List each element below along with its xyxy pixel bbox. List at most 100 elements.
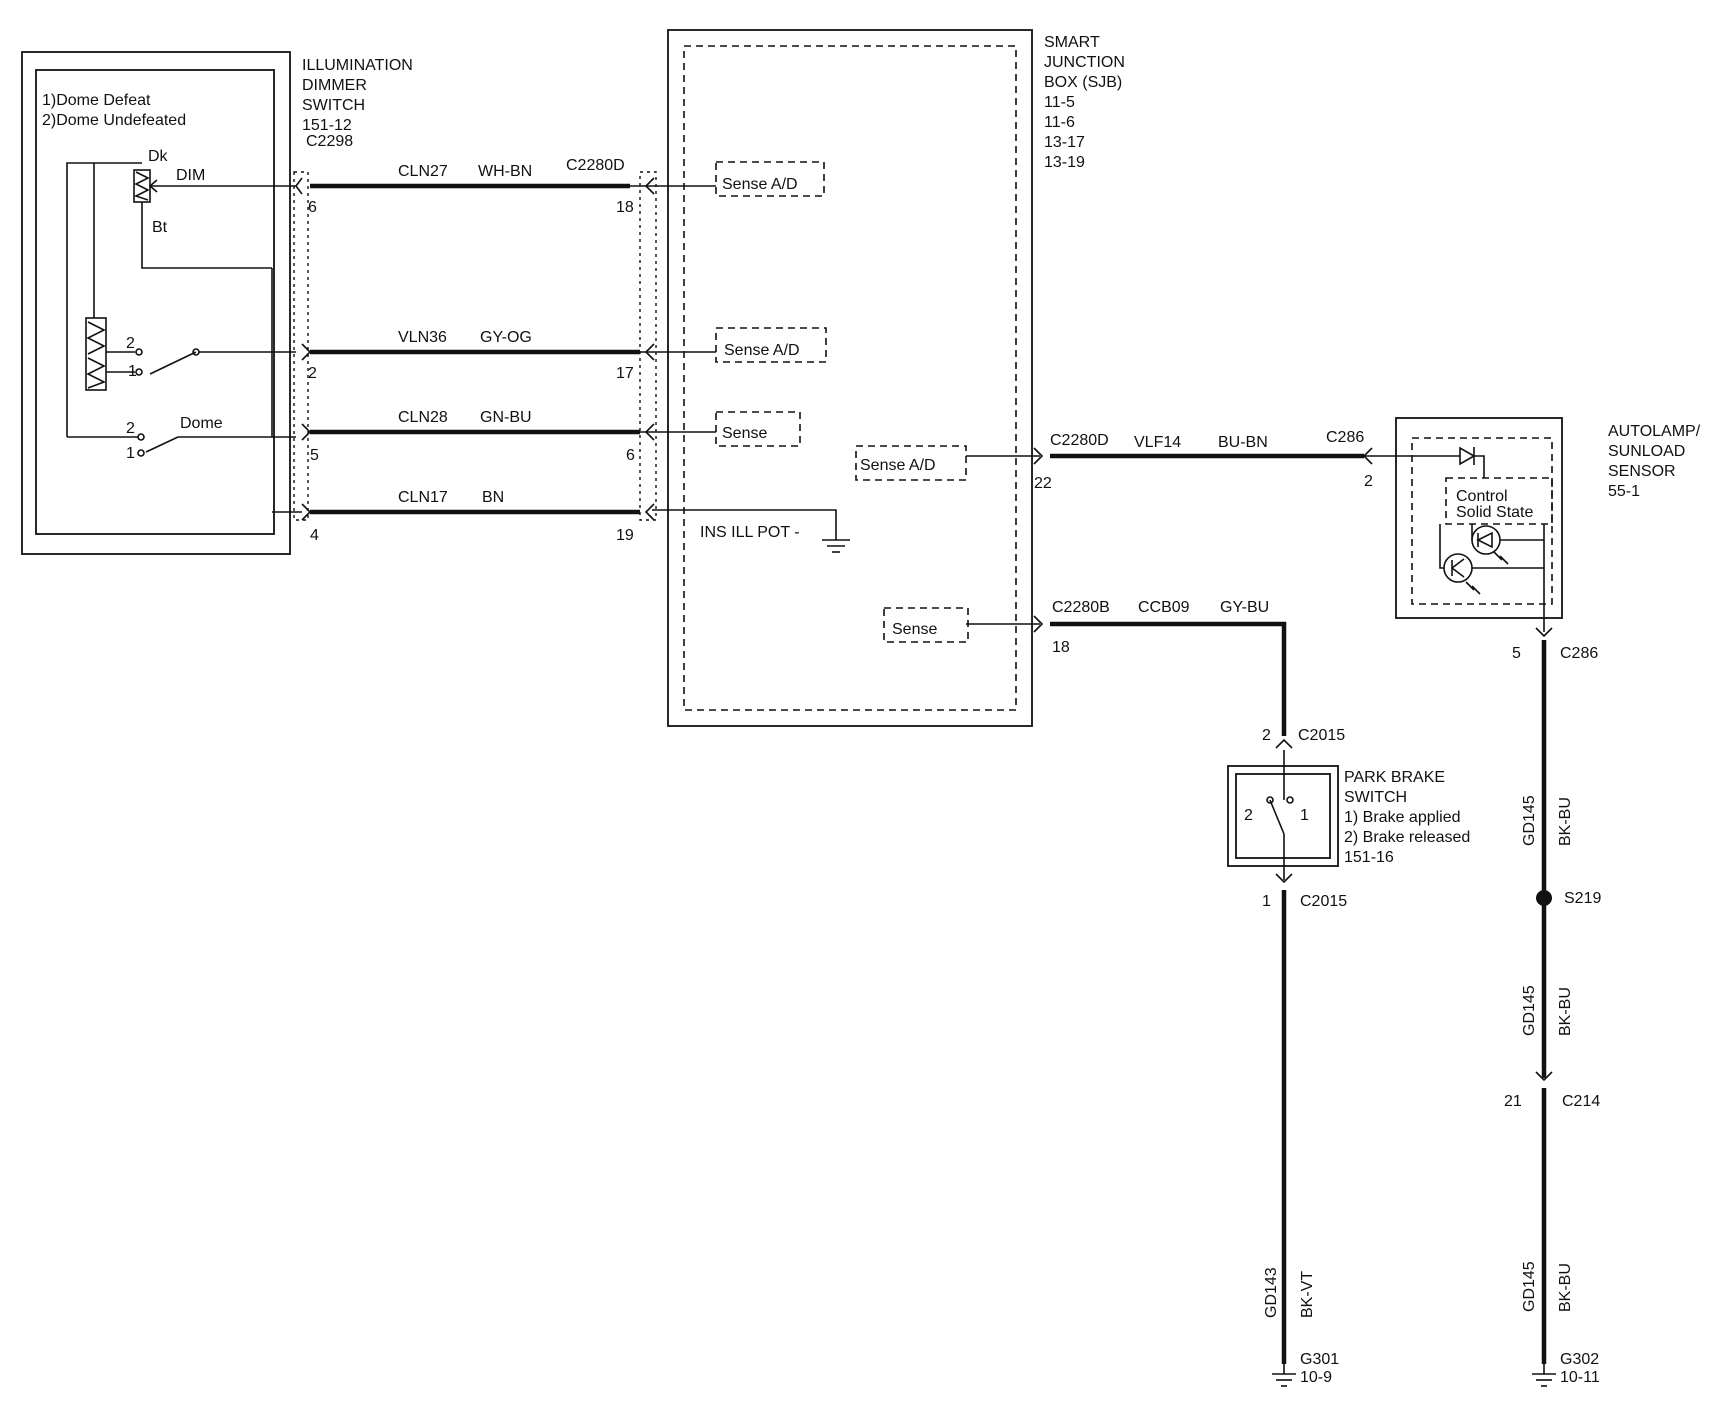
cln28-color: GN-BU bbox=[480, 409, 532, 426]
c2015-bottom-label: C2015 bbox=[1300, 893, 1347, 910]
wire-vln36 bbox=[301, 343, 716, 361]
sensor-ground-wire bbox=[1535, 627, 1553, 1374]
park-brake-pos-1: 1 bbox=[1300, 807, 1309, 824]
c2280b-label: C2280B bbox=[1052, 599, 1110, 616]
sjb-title-1: SMART bbox=[1044, 34, 1100, 51]
cln27-right-pin: 18 bbox=[616, 199, 634, 216]
c286-label: C286 bbox=[1326, 429, 1364, 446]
g301-ground-icon bbox=[1272, 1373, 1296, 1387]
cln17-color: BN bbox=[482, 489, 504, 506]
illumination-dimmer-switch: 1)Dome Defeat 2)Dome Undefeated Dk DIM B… bbox=[21, 51, 296, 555]
dimmer-switch-inner-box bbox=[35, 69, 275, 535]
c2280d-label: C2280D bbox=[566, 157, 625, 174]
phototransistor-icon bbox=[1443, 553, 1481, 595]
sjb-title-5: 11-6 bbox=[1044, 114, 1075, 131]
wire-ccb09 bbox=[966, 615, 1293, 800]
park-brake-title-2: SWITCH bbox=[1344, 789, 1407, 806]
pos-1-label: 1 bbox=[128, 363, 137, 380]
c214-pin: 21 bbox=[1504, 1093, 1522, 1110]
park-brake-title-3: 1) Brake applied bbox=[1344, 809, 1461, 826]
gd143-circuit: GD143 bbox=[1263, 1267, 1280, 1318]
sjb-title-6: 13-17 bbox=[1044, 134, 1085, 151]
c2298-connector-outline bbox=[293, 171, 309, 521]
dimmer-internal-wire bbox=[66, 162, 142, 437]
sensor-internal-wire-1 bbox=[1439, 524, 1444, 569]
vlf14-circuit: VLF14 bbox=[1134, 434, 1181, 451]
dome-switch-icon bbox=[67, 433, 296, 457]
gd145-seg3-color: BK-BU bbox=[1557, 1263, 1574, 1312]
pos-2-label: 2 bbox=[126, 335, 135, 352]
smart-junction-box bbox=[667, 29, 1033, 727]
sense-block-2 bbox=[883, 607, 969, 643]
c2298-label: C2298 bbox=[306, 133, 353, 150]
sense-label-1: Sense bbox=[722, 425, 767, 442]
wire-cln27 bbox=[295, 177, 716, 195]
dome-pos-1-label: 1 bbox=[126, 445, 135, 462]
c286-bottom-connector: C286 bbox=[1560, 645, 1598, 662]
park-brake-title-5: 151-16 bbox=[1344, 849, 1394, 866]
dome-label: Dome bbox=[180, 415, 223, 432]
autolamp-title-1: AUTOLAMP/ bbox=[1608, 423, 1701, 440]
g302-label: G302 bbox=[1560, 1351, 1599, 1368]
s219-splice bbox=[1536, 890, 1552, 906]
control-solid-state-block bbox=[1445, 477, 1553, 525]
sense-ad-block-2 bbox=[715, 327, 827, 363]
dimmer-switch-title-2: DIMMER bbox=[302, 77, 367, 94]
sense-ad-label-1: Sense A/D bbox=[722, 176, 798, 193]
control-label-2: Solid State bbox=[1456, 504, 1533, 521]
c214-label: C214 bbox=[1562, 1093, 1600, 1110]
sense-ad-block-1 bbox=[715, 161, 825, 197]
cln17-left-pin: 4 bbox=[310, 527, 319, 544]
cln27-circuit: CLN27 bbox=[398, 163, 448, 180]
dimmer-switch-title-1: ILLUMINATION bbox=[302, 57, 413, 74]
vln36-left-pin: 2 bbox=[308, 365, 317, 382]
sjb-inner-dashed-box bbox=[683, 45, 1017, 711]
cln28-right-pin: 6 bbox=[626, 447, 635, 464]
park-brake-pos-2: 2 bbox=[1244, 807, 1253, 824]
potentiometer-icon bbox=[133, 169, 296, 203]
autolamp-sensor bbox=[1395, 417, 1563, 619]
gd145-seg2-circuit: GD145 bbox=[1521, 985, 1538, 1036]
wire-cln28 bbox=[301, 423, 716, 441]
c286-pin-2: 2 bbox=[1364, 473, 1373, 490]
wire-vlf14 bbox=[966, 447, 1410, 465]
vln36-right-pin: 17 bbox=[616, 365, 634, 382]
c2280b-pin: 18 bbox=[1052, 639, 1070, 656]
dimmer-switch-outer-box bbox=[21, 51, 291, 555]
gd145-seg1-circuit: GD145 bbox=[1521, 795, 1538, 846]
g301-label: G301 bbox=[1300, 1351, 1339, 1368]
sjb-title-3: BOX (SJB) bbox=[1044, 74, 1122, 91]
dim-label: DIM bbox=[176, 167, 205, 184]
cln28-circuit: CLN28 bbox=[398, 409, 448, 426]
g301-ref: 10-9 bbox=[1300, 1369, 1332, 1386]
dimmer-switch-title-3: SWITCH bbox=[302, 97, 365, 114]
c2015-top-pin: 2 bbox=[1262, 727, 1271, 744]
gd145-seg2-color: BK-BU bbox=[1557, 987, 1574, 1036]
autolamp-title-4: 55-1 bbox=[1608, 483, 1640, 500]
park-brake-contact-icon bbox=[1266, 796, 1294, 866]
cln17-circuit: CLN17 bbox=[398, 489, 448, 506]
vln36-circuit: VLN36 bbox=[398, 329, 447, 346]
autolamp-sensor-box bbox=[1395, 417, 1563, 619]
c286-bottom-pin: 5 bbox=[1512, 645, 1521, 662]
sense-ad-label-2: Sense A/D bbox=[724, 342, 800, 359]
dimmer-position-switch-icon bbox=[106, 348, 296, 376]
photodiode-icon bbox=[1471, 525, 1509, 565]
sjb-title-4: 11-5 bbox=[1044, 94, 1075, 111]
park-brake-switch bbox=[1227, 765, 1339, 867]
c2015-top-label: C2015 bbox=[1298, 727, 1345, 744]
sjb-ground-icon bbox=[652, 509, 850, 553]
vln36-color: GY-OG bbox=[480, 329, 532, 346]
control-label-1: Control bbox=[1456, 488, 1508, 505]
dome-state-1: 1)Dome Defeat bbox=[42, 92, 151, 109]
ccb09-circuit: CCB09 bbox=[1138, 599, 1190, 616]
cln17-right-pin: 19 bbox=[616, 527, 634, 544]
c2280d-connector-outline bbox=[639, 171, 657, 521]
sense-ad-block-3 bbox=[855, 445, 967, 481]
park-brake-switch-outer bbox=[1227, 765, 1339, 867]
dimmer-bt-wire bbox=[141, 202, 272, 269]
sense-block-1 bbox=[715, 411, 801, 447]
vlf14-connector: C2280D bbox=[1050, 432, 1109, 449]
dome-pos-2-label: 2 bbox=[126, 420, 135, 437]
park-brake-ground-wire bbox=[1275, 866, 1293, 1374]
